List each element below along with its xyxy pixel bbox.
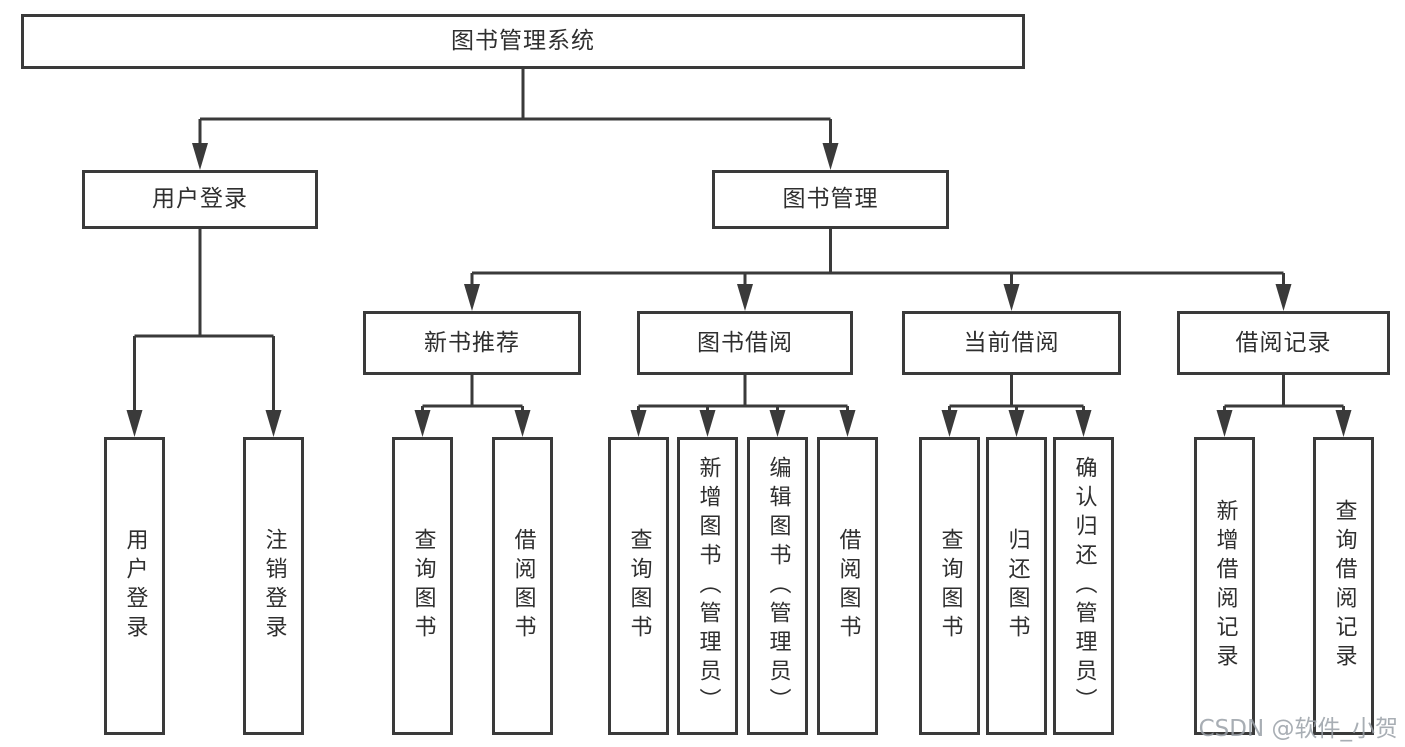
node-label-query-borrow-record: 查询借阅记录 xyxy=(1331,499,1357,673)
node-login-leaf: 用户登录 xyxy=(104,437,165,735)
node-label-logout-leaf: 注销登录 xyxy=(261,528,287,644)
node-return-books: 归还图书 xyxy=(986,437,1047,735)
node-label-login-leaf: 用户登录 xyxy=(122,528,148,644)
node-query-books-borrow: 查询图书 xyxy=(608,437,669,735)
node-label-root: 图书管理系统 xyxy=(451,28,595,54)
node-label-user-login: 用户登录 xyxy=(152,186,248,212)
node-edit-books-admin: 编辑图书（管理员） xyxy=(747,437,808,735)
node-label-borrow-records: 借阅记录 xyxy=(1235,329,1332,356)
node-label-new-book-rec: 新书推荐 xyxy=(424,329,520,356)
node-label-book-borrow: 图书借阅 xyxy=(697,329,793,356)
node-label-confirm-return-admin: 确认归还（管理员） xyxy=(1071,455,1097,717)
node-label-borrow-books: 借阅图书 xyxy=(835,528,861,644)
node-current-borrow: 当前借阅 xyxy=(902,311,1121,375)
node-label-query-books-current: 查询图书 xyxy=(937,528,963,644)
watermark: CSDN @软件_小贺同学 xyxy=(1198,716,1398,742)
node-confirm-return-admin: 确认归还（管理员） xyxy=(1053,437,1114,735)
node-label-edit-books-admin: 编辑图书（管理员） xyxy=(765,455,791,717)
node-borrow-records: 借阅记录 xyxy=(1177,311,1390,375)
node-root: 图书管理系统 xyxy=(21,14,1025,69)
node-book-borrow: 图书借阅 xyxy=(637,311,853,375)
node-label-query-books-rec: 查询图书 xyxy=(410,528,436,644)
node-borrow-books: 借阅图书 xyxy=(817,437,878,735)
node-label-add-books-admin: 新增图书（管理员） xyxy=(695,455,721,717)
node-query-books-current: 查询图书 xyxy=(919,437,980,735)
node-label-return-books: 归还图书 xyxy=(1004,528,1030,644)
node-label-query-books-borrow: 查询图书 xyxy=(626,528,652,644)
node-label-add-borrow-record: 新增借阅记录 xyxy=(1212,499,1238,673)
node-logout-leaf: 注销登录 xyxy=(243,437,304,735)
node-book-mgmt: 图书管理 xyxy=(712,170,949,229)
node-new-book-rec: 新书推荐 xyxy=(363,311,581,375)
node-label-book-mgmt: 图书管理 xyxy=(782,186,879,212)
node-query-books-rec: 查询图书 xyxy=(392,437,453,735)
node-add-books-admin: 新增图书（管理员） xyxy=(677,437,738,735)
node-label-borrow-books-rec: 借阅图书 xyxy=(510,528,536,644)
node-borrow-books-rec: 借阅图书 xyxy=(492,437,553,735)
node-user-login: 用户登录 xyxy=(82,170,318,229)
node-add-borrow-record: 新增借阅记录 xyxy=(1194,437,1255,735)
node-label-current-borrow: 当前借阅 xyxy=(963,329,1060,356)
node-query-borrow-record: 查询借阅记录 xyxy=(1313,437,1374,735)
